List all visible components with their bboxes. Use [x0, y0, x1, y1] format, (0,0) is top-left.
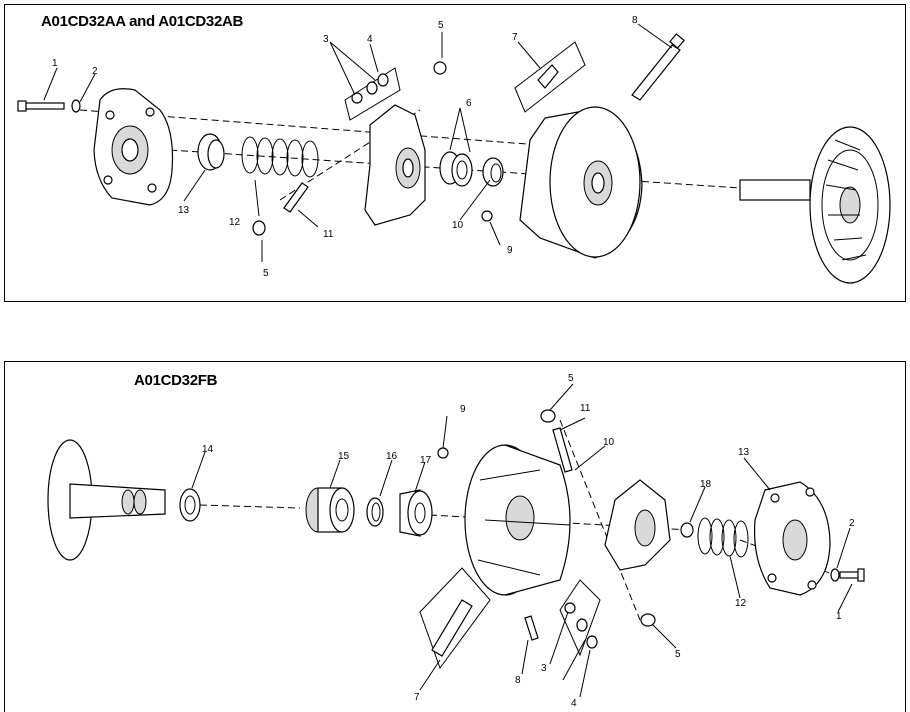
part-bolt: [17, 100, 65, 112]
callout-8: 8: [632, 15, 638, 26]
part-spider: [604, 479, 671, 571]
axis-line: [169, 149, 741, 189]
part-bolt: [524, 615, 539, 641]
callout-14: 14: [202, 444, 214, 455]
part-arm: [431, 599, 473, 657]
callout-17: 17: [420, 455, 432, 466]
callout-5: 5: [568, 373, 574, 384]
callout-1: 1: [52, 58, 58, 69]
part-clutch-bearing: [305, 487, 355, 533]
callout-3: 3: [541, 663, 547, 674]
axis-line: [199, 504, 301, 509]
bottom-callouts: 5 11 9 10 14 15 16 17 13 18 2 12 1 5 8 3…: [202, 373, 855, 709]
part-spider: [364, 104, 426, 226]
part-bushing: [197, 133, 225, 171]
part-weight: [576, 618, 588, 632]
part-nut: [564, 602, 576, 614]
part-washer: [830, 568, 840, 582]
part-fixed-sheave: [47, 439, 166, 561]
part-arm: [537, 64, 559, 89]
part-roller: [433, 61, 447, 75]
part-movable-sheave: [464, 444, 571, 596]
callout-6: 6: [466, 98, 472, 109]
part-nut: [481, 210, 493, 222]
part-spring: [241, 136, 319, 178]
callout-2: 2: [92, 66, 98, 77]
part-washer: [71, 99, 81, 113]
top-assembly-drawing: [17, 23, 891, 284]
callout-12: 12: [229, 217, 241, 228]
callout-15: 15: [338, 451, 350, 462]
callout-9: 9: [460, 404, 466, 415]
callout-12: 12: [735, 598, 747, 609]
callout-11: 11: [580, 403, 591, 414]
part-roller: [640, 613, 656, 627]
callout-5-lower: 5: [675, 649, 681, 660]
part-ring: [366, 497, 384, 527]
part-movable-sheave: [519, 106, 643, 259]
callout-4: 4: [367, 34, 373, 45]
part-cover: [753, 481, 831, 596]
callout-5-lower: 5: [263, 268, 269, 279]
part-bolt-head: [669, 33, 685, 49]
part-weight: [377, 73, 389, 87]
callout-1: 1: [836, 611, 842, 622]
callout-13: 13: [178, 205, 190, 216]
part-nut: [680, 522, 694, 538]
diagram-title-bottom: A01CD32FB: [134, 372, 218, 389]
part-spring: [697, 517, 749, 558]
callout-5: 5: [438, 20, 444, 31]
bottom-assembly-drawing: [47, 383, 865, 698]
part-roller: [540, 409, 556, 423]
callout-7: 7: [414, 692, 420, 703]
top-callouts: 1 2 3 4 5 7 8 6 13 12 11 5 10 9: [52, 15, 638, 279]
callout-11: 11: [323, 229, 334, 240]
part-bushing: [399, 489, 433, 537]
callout-3: 3: [323, 34, 329, 45]
part-cover: [93, 88, 174, 206]
part-pin: [552, 427, 573, 473]
axis-line: [559, 419, 641, 621]
callout-9: 9: [507, 245, 513, 256]
part-weight: [366, 81, 378, 95]
part-bushing: [482, 157, 504, 187]
part-nut: [351, 92, 363, 104]
part-washer: [179, 488, 201, 522]
callout-16: 16: [386, 451, 398, 462]
callout-8: 8: [515, 675, 521, 686]
callout-10: 10: [452, 220, 464, 231]
callout-2: 2: [849, 518, 855, 529]
part-fixed-sheave: [739, 126, 891, 284]
callout-13: 13: [738, 447, 750, 458]
part-bolt: [839, 568, 865, 582]
callout-18: 18: [700, 479, 712, 490]
callout-7: 7: [512, 32, 518, 43]
callout-box: [514, 41, 586, 113]
part-bushing-pair: [439, 151, 473, 187]
part-weight: [586, 635, 598, 649]
callout-box: [559, 579, 601, 657]
part-pin: [283, 182, 309, 213]
callout-4: 4: [571, 698, 577, 709]
part-nut: [437, 447, 449, 459]
part-bolt: [631, 44, 681, 101]
diagram-title-top: A01CD32AA and A01CD32AB: [41, 13, 244, 30]
part-roller: [252, 220, 266, 236]
callout-10: 10: [603, 437, 615, 448]
